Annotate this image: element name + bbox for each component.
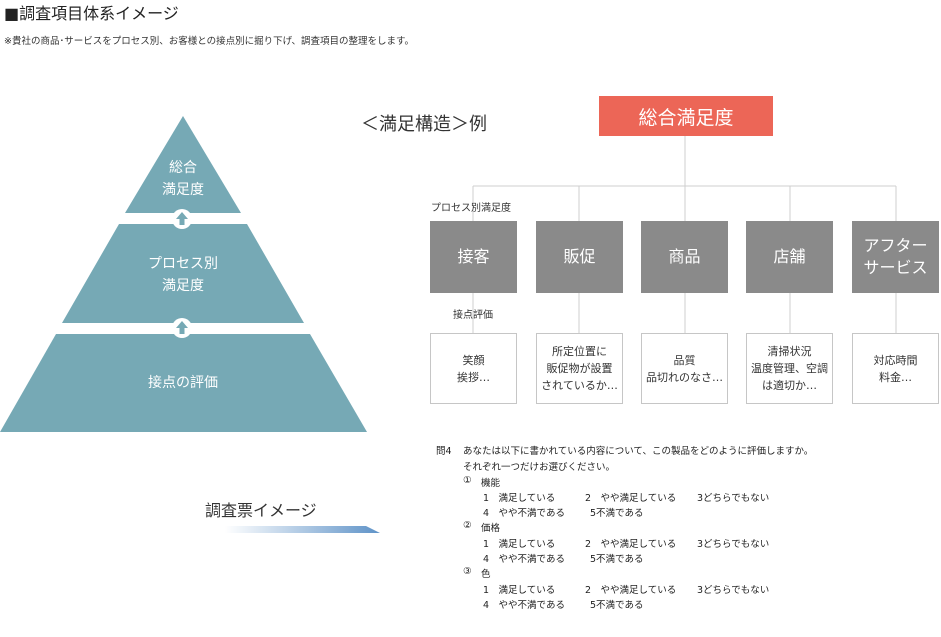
pyramid-middle-label: プロセス別 満足度 [100,253,266,297]
overall-satisfaction-box: 総合満足度 [599,96,773,136]
pyramid-middle-tier [62,224,304,323]
detail-text: 温度管理、空調 [751,362,828,375]
process-box-promotion: 販促 [536,221,623,293]
detail-text: 料金… [879,370,912,384]
option-text: 5不満である [590,554,644,565]
process-box-service: 接客 [430,221,517,293]
option-text: 1 満足している [483,585,556,596]
detail-box-after-service: 対応時間 料金… [852,333,939,404]
item-number: ③ [463,566,472,577]
option-text: 2 やや満足している [585,539,677,550]
detail-text: されているか… [541,379,618,392]
item-name: 色 [481,569,491,580]
pyramid-top-label-line2: 満足度 [162,182,204,198]
page-note: ※貴社の商品･サービスをプロセス別、お客様との接点別に掘り下げ、調査項目の整理を… [4,36,415,47]
process-box-store: 店舗 [746,221,833,293]
detail-text: 対応時間 [873,353,918,367]
option-text: 4 やや不満である [483,600,565,611]
option-text: 1 満足している [483,539,556,550]
detail-text: 所定位置に [551,345,607,358]
pyramid-arrow-upper [172,209,192,229]
survey-image-label: 調査票イメージ [205,501,317,520]
item-name: 価格 [481,523,501,534]
option-text: 5不満である [590,508,644,519]
detail-box-store: 清掃状況 温度管理、空調 は適切か… [746,333,833,404]
option-text: 2 やや満足している [585,493,677,504]
detail-box-product: 品質 品切れのなさ… [641,333,728,404]
option-text: 5不満である [590,600,644,611]
survey-arrow [225,526,380,533]
option-text: 4 やや不満である [483,554,565,565]
pyramid-arrow-lower [172,318,192,338]
detail-text: 挨拶… [457,370,490,384]
pyramid-bottom-tier [0,334,367,432]
detail-text: 清掃状況 [767,345,812,358]
process-box-after-service: アフター サービス [852,221,939,293]
pyramid-top-tier [125,116,241,213]
detail-text: 品切れのなさ… [646,370,723,384]
pyramid-top-label-line1: 総合 [169,160,197,176]
item-number: ② [463,520,472,531]
after-service-line1: アフター [863,236,928,255]
item-number: ① [463,475,472,486]
process-satisfaction-label: プロセス別満足度 [431,203,511,214]
after-service-line2: サービス [863,258,928,277]
pyramid-middle-label-line2: 満足度 [162,278,204,294]
pyramid-top-label: 総合 満足度 [125,157,241,201]
option-text: 4 やや不満である [483,508,565,519]
option-text: 2 やや満足している [585,585,677,596]
option-text: 3どちらでもない [697,493,770,504]
option-text: 3どちらでもない [697,585,770,596]
question-line-1: あなたは以下に書かれている内容について、この製品をどのように評価しますか。 [463,446,814,457]
detail-text: は適切か… [762,379,817,392]
option-text: 3どちらでもない [697,539,770,550]
structure-title: ＜満足構造＞例 [361,114,487,135]
detail-text: 販促物が設置 [546,362,613,375]
item-name: 機能 [481,478,501,489]
detail-text: 品質 [673,353,696,367]
structure-connectors [472,136,897,333]
detail-box-service: 笑顔 挨拶… [430,333,517,404]
question-line-2: それぞれ一つだけお選びください。 [463,462,616,473]
detail-box-promotion: 所定位置に 販促物が設置 されているか… [536,333,623,404]
process-box-product: 商品 [641,221,728,293]
option-text: 1 満足している [483,493,556,504]
pyramid-bottom-label: 接点の評価 [148,375,218,391]
detail-text: 笑顔 [462,353,485,367]
contact-evaluation-label: 接点評価 [453,310,493,321]
pyramid-middle-label-line1: プロセス別 [148,256,218,272]
page-title: ■調査項目体系イメージ [4,4,179,23]
question-number: 問4 [436,446,452,457]
